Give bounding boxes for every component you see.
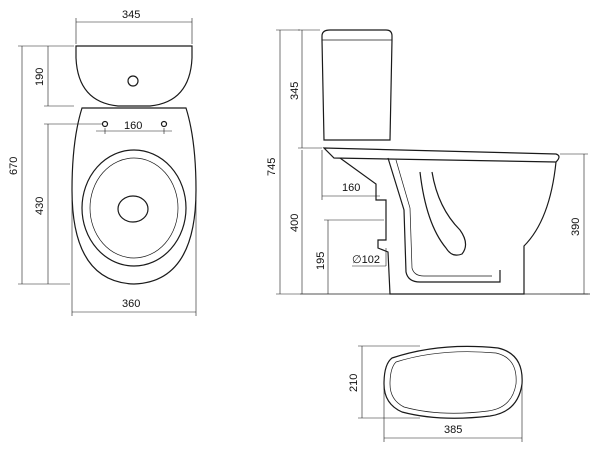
flush-button [127, 75, 139, 87]
dim-base-width: 385 [444, 424, 462, 436]
dim-rim-height: 390 [570, 218, 582, 236]
dim-seat-height: 400 [289, 214, 301, 232]
dim-bolt-spacing: 160 [124, 120, 142, 132]
bowl-body-side [339, 157, 557, 295]
dim-total-height: 745 [266, 158, 278, 176]
dim-tank-width: 345 [122, 9, 140, 21]
dim-total-length: 670 [8, 157, 20, 175]
bowl-rim-inner-top [89, 157, 179, 259]
bowl-well [419, 171, 467, 256]
bowl-rim-top [81, 149, 187, 267]
trapway-inner [395, 159, 492, 277]
dim-bowl-length: 430 [34, 197, 46, 215]
dim-outlet-diameter: ∅102 [352, 254, 380, 266]
bowl-outline-top [71, 107, 197, 285]
trapway [387, 157, 501, 283]
top-view: 345 190 670 160 430 360 [8, 9, 197, 316]
dim-outlet-height: 195 [315, 252, 327, 270]
dim-bowl-width: 360 [122, 298, 140, 310]
bolt-hole-left [101, 120, 109, 128]
tank-outline-top [75, 45, 193, 107]
dim-tank-depth: 190 [34, 68, 46, 86]
base-outline-inner [389, 351, 517, 414]
side-view: 345 745 400 160 195 ∅102 390 [266, 29, 590, 295]
base-view: 210 385 [348, 345, 523, 442]
dim-outlet-offset: 160 [342, 182, 360, 194]
drain-hole [117, 195, 149, 223]
tank-outline-side [321, 29, 393, 141]
bowl-rim-side [322, 147, 560, 163]
bolt-hole-right [160, 120, 168, 128]
dim-tank-height: 345 [289, 82, 301, 100]
dim-base-depth: 210 [348, 374, 360, 392]
